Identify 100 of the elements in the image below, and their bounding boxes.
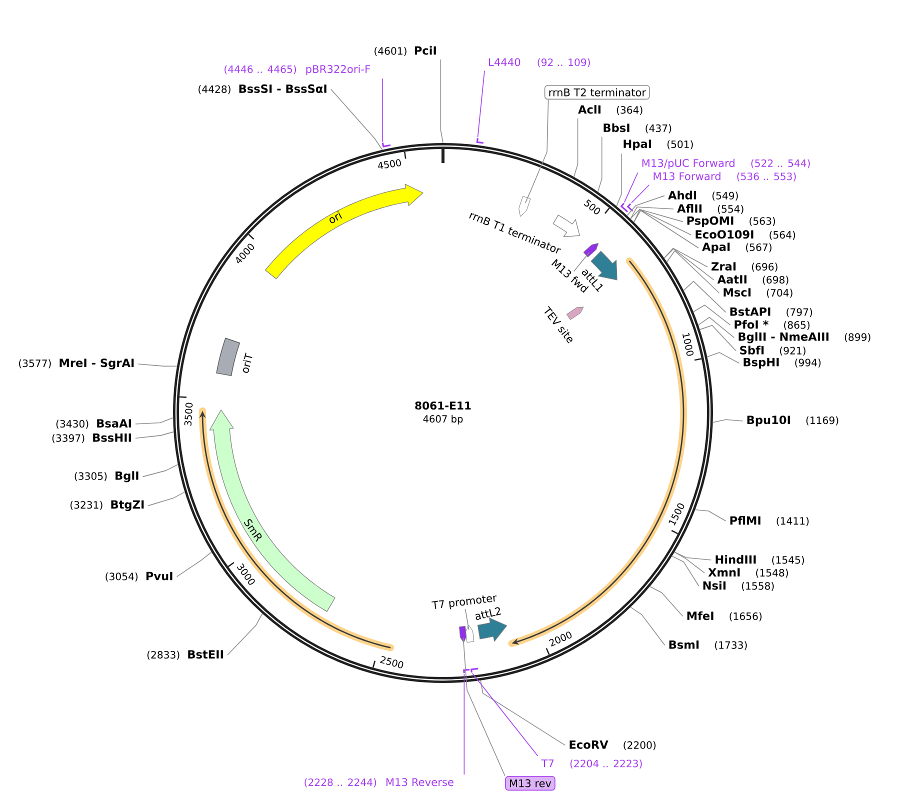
leader-line	[631, 184, 650, 204]
cut-site-label: (3231) BtgZI	[70, 500, 144, 512]
leader-line	[624, 172, 638, 203]
leader-line	[440, 59, 444, 144]
cut-site-label: MscI (704)	[724, 288, 792, 298]
cut-site-label: MfeI (1656)	[687, 611, 762, 622]
cut-site-label: Bpu10I (1169)	[747, 416, 838, 426]
node-label: oriT	[243, 352, 252, 373]
cut-site-label: BstAPI (797)	[730, 308, 812, 318]
sequence-feature: attL2	[475, 607, 508, 642]
tick-label: 4500	[378, 159, 401, 169]
primer-site-mark	[626, 203, 634, 212]
primer-label: L4440 (92 .. 109)	[489, 58, 590, 68]
cut-site-label: (3305) BglI	[74, 471, 138, 482]
sequence-feature	[466, 624, 474, 643]
cut-site-label: AhdI (549)	[668, 190, 738, 201]
leader-line	[666, 250, 720, 294]
tick-label: 3500	[184, 402, 193, 426]
cut-site-label: EcoRV (2200)	[570, 740, 656, 750]
leader-line	[630, 206, 674, 220]
primer-site-mark	[382, 142, 391, 148]
cut-site-label: NsiI (1558)	[703, 581, 774, 591]
cut-site-label: (4601) PciI	[374, 46, 436, 56]
leader-line	[698, 316, 735, 338]
leader-line	[597, 136, 602, 192]
feature-label: M13 rev	[505, 776, 556, 791]
sequence-feature: ori	[265, 184, 424, 280]
leader-line	[692, 304, 731, 326]
leader-line	[480, 680, 566, 746]
feature-label: rrnB T2 terminator	[544, 85, 650, 100]
primer-site-mark	[470, 668, 478, 672]
sequence-feature: oriT	[216, 338, 252, 376]
leader-line	[699, 325, 736, 352]
primer-label: M13 Forward (536 .. 553)	[654, 172, 796, 182]
tick-label: 500	[584, 199, 600, 214]
leader-line	[382, 78, 383, 142]
leader-line	[176, 552, 212, 578]
leader-line	[573, 252, 590, 272]
primer-site-mark	[620, 202, 628, 212]
leader-line	[574, 118, 578, 178]
leader-line	[634, 209, 692, 236]
tick-label: 1500	[668, 503, 684, 526]
leader-line	[464, 674, 465, 775]
cut-site-label: (4428) BssSI - BssSαI	[198, 84, 326, 94]
cut-site-label: PspOMI (563)	[687, 216, 776, 228]
leader-line	[712, 419, 744, 423]
leader-line	[138, 364, 178, 367]
cut-site-label: HindIII (1545)	[716, 555, 804, 565]
primer-site-mark	[476, 138, 484, 144]
leader-line	[142, 464, 178, 478]
cut-site-label: ZraI (696)	[712, 262, 778, 272]
primer-label: (4446 .. 4465) pBR322ori-F	[224, 64, 370, 76]
leader-line	[674, 552, 705, 574]
cut-site-label: PfoI * (865)	[734, 320, 810, 330]
tick-label: 1000	[682, 332, 694, 356]
cut-site-label: (3430) BsaAI	[56, 419, 131, 429]
cut-site-label: SbfI (921)	[740, 346, 806, 356]
leader-line	[135, 417, 174, 424]
cut-site-label: AatII (698)	[717, 275, 788, 285]
leader-line	[630, 606, 666, 646]
leader-line	[135, 431, 174, 439]
leader-line	[649, 586, 684, 617]
leader-line	[706, 352, 740, 364]
cut-site-label: (3054) PvuI	[106, 572, 172, 582]
primer-site-mark	[463, 668, 470, 674]
leader-line	[330, 88, 383, 150]
feature-label: T7 promoter	[432, 595, 497, 610]
cut-site-label: AclI (364)	[578, 105, 642, 115]
cut-site-label: AflII (554)	[677, 204, 744, 214]
cut-site-label: (3397) BssHII	[52, 434, 131, 444]
cut-site-label: BsmI (1733)	[669, 640, 747, 650]
leader-line	[683, 280, 726, 313]
cut-site-label: XmnI (1548)	[708, 568, 788, 578]
leader-line	[634, 210, 699, 248]
leader-line	[664, 248, 708, 268]
leader-line	[626, 195, 665, 216]
leader-line	[462, 637, 506, 776]
leader-line	[524, 99, 549, 204]
leader-line	[664, 248, 714, 280]
leader-line	[464, 608, 470, 630]
cut-site-label: BspHI (994)	[744, 358, 821, 369]
primer-label: M13/pUC Forward (522 .. 544)	[642, 158, 810, 170]
leader-line	[672, 556, 700, 586]
node-label: attL2	[475, 607, 502, 620]
leader-line	[477, 70, 485, 138]
primer-label: T7 (2204 .. 2223)	[541, 759, 642, 768]
cut-site-label: ApaI (567)	[702, 242, 772, 254]
tick-label: 2500	[380, 656, 404, 668]
tick-label: 2000	[548, 632, 572, 646]
leader-line	[227, 613, 263, 656]
leader-line	[694, 509, 726, 522]
sequence-feature	[518, 196, 531, 217]
leader-line	[630, 208, 684, 222]
leader-line	[472, 672, 538, 756]
cut-site-label: BbsI (437)	[604, 123, 672, 134]
leader-line	[148, 492, 186, 506]
leader-line	[616, 153, 622, 207]
primer-label: (2228 .. 2244) M13 Reverse	[304, 778, 454, 788]
leader-line	[674, 552, 712, 560]
cut-site-label: (3577) MreI - SgrAI	[19, 358, 134, 370]
